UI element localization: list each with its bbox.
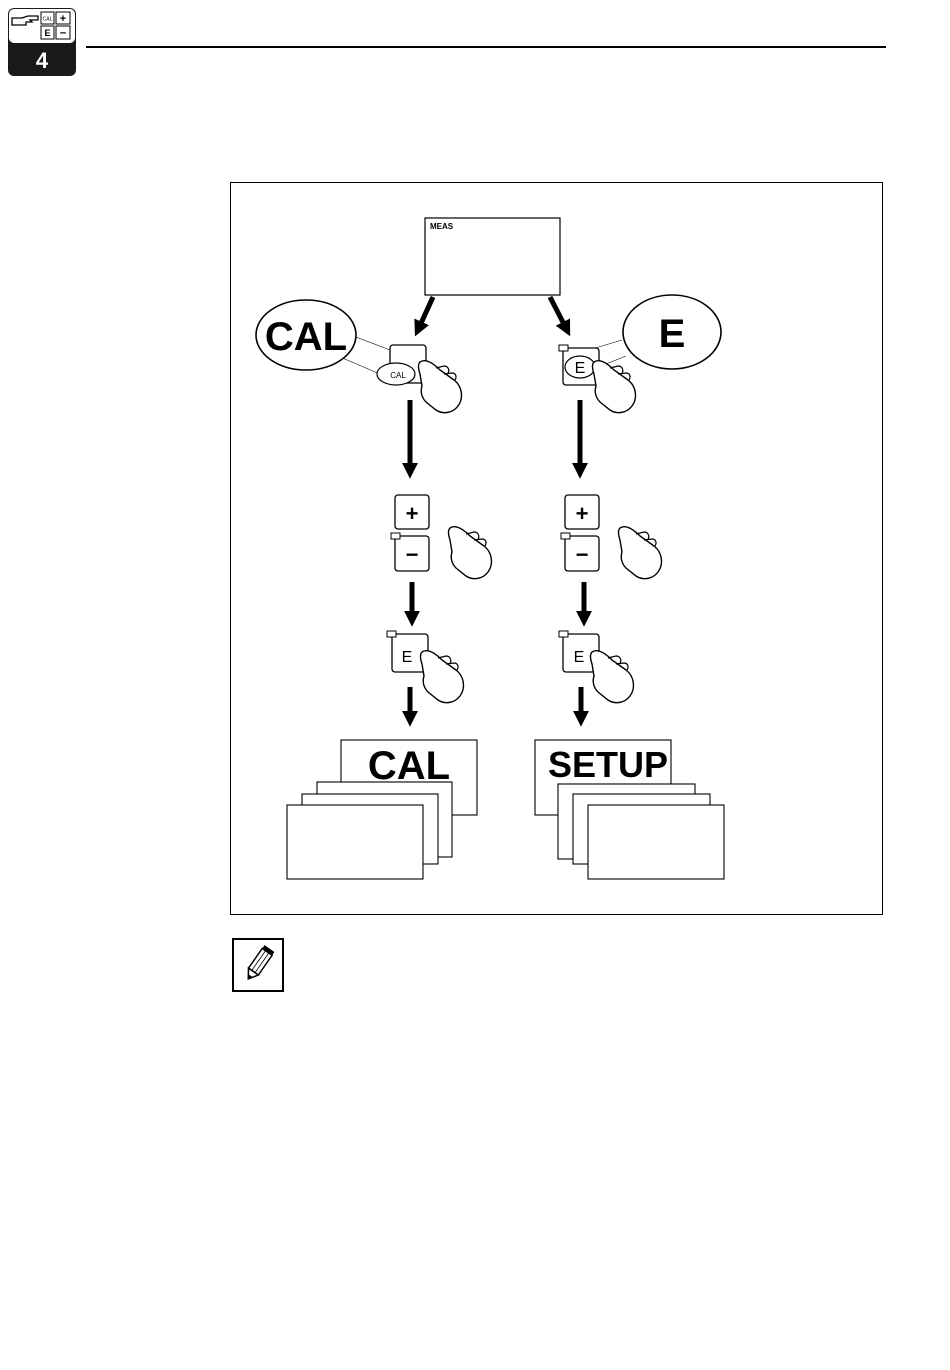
minus-key-right[interactable]: − [576, 542, 589, 567]
plus-minus-keys-left[interactable]: + − [391, 495, 429, 571]
cal-menu-stack: CAL [287, 740, 477, 879]
setup-menu-stack: SETUP [535, 740, 724, 879]
e-callout-label: E [659, 312, 686, 356]
setup-menu-title: SETUP [548, 744, 668, 785]
minus-key-left[interactable]: − [406, 542, 419, 567]
plus-key-left[interactable]: + [406, 501, 419, 526]
chapter-tab: CAL + E − 4 [8, 8, 76, 76]
cal-callout-label: CAL [265, 315, 347, 359]
cal-menu-title: CAL [368, 744, 450, 788]
cal-key-label: CAL [390, 371, 406, 380]
header-rule [86, 46, 886, 48]
meas-display: MEAS [425, 218, 560, 295]
operation-diagram: MEAS CAL CAL + − E CAL [230, 182, 883, 915]
tab-plus-key: + [60, 13, 66, 25]
hand-pointer-icon [419, 361, 462, 413]
tab-minus-key: − [60, 28, 66, 40]
enter-key-right-label: E [574, 649, 585, 666]
hand-pointer-icon [421, 651, 464, 703]
tab-cal-key: CAL [43, 17, 53, 23]
enter-key-left-label: E [402, 649, 413, 666]
plus-minus-keys-right[interactable]: + − [561, 495, 599, 571]
hand-pointer-icon [591, 651, 634, 703]
cal-callout: CAL [256, 300, 390, 374]
arrow-to-enter [550, 297, 568, 332]
arrow-to-cal [417, 297, 433, 332]
tab-enter-key: E [44, 28, 50, 38]
plus-key-right[interactable]: + [576, 501, 589, 526]
chapter-number: 4 [36, 48, 49, 73]
e-callout: E [582, 295, 721, 372]
pencil-note-icon [232, 938, 284, 992]
meas-label: MEAS [430, 222, 454, 231]
enter-key-start-label: E [575, 360, 586, 377]
hand-pointer-icon [593, 361, 636, 413]
hand-pointer-icon [619, 527, 662, 579]
hand-pointer-icon [449, 527, 492, 579]
